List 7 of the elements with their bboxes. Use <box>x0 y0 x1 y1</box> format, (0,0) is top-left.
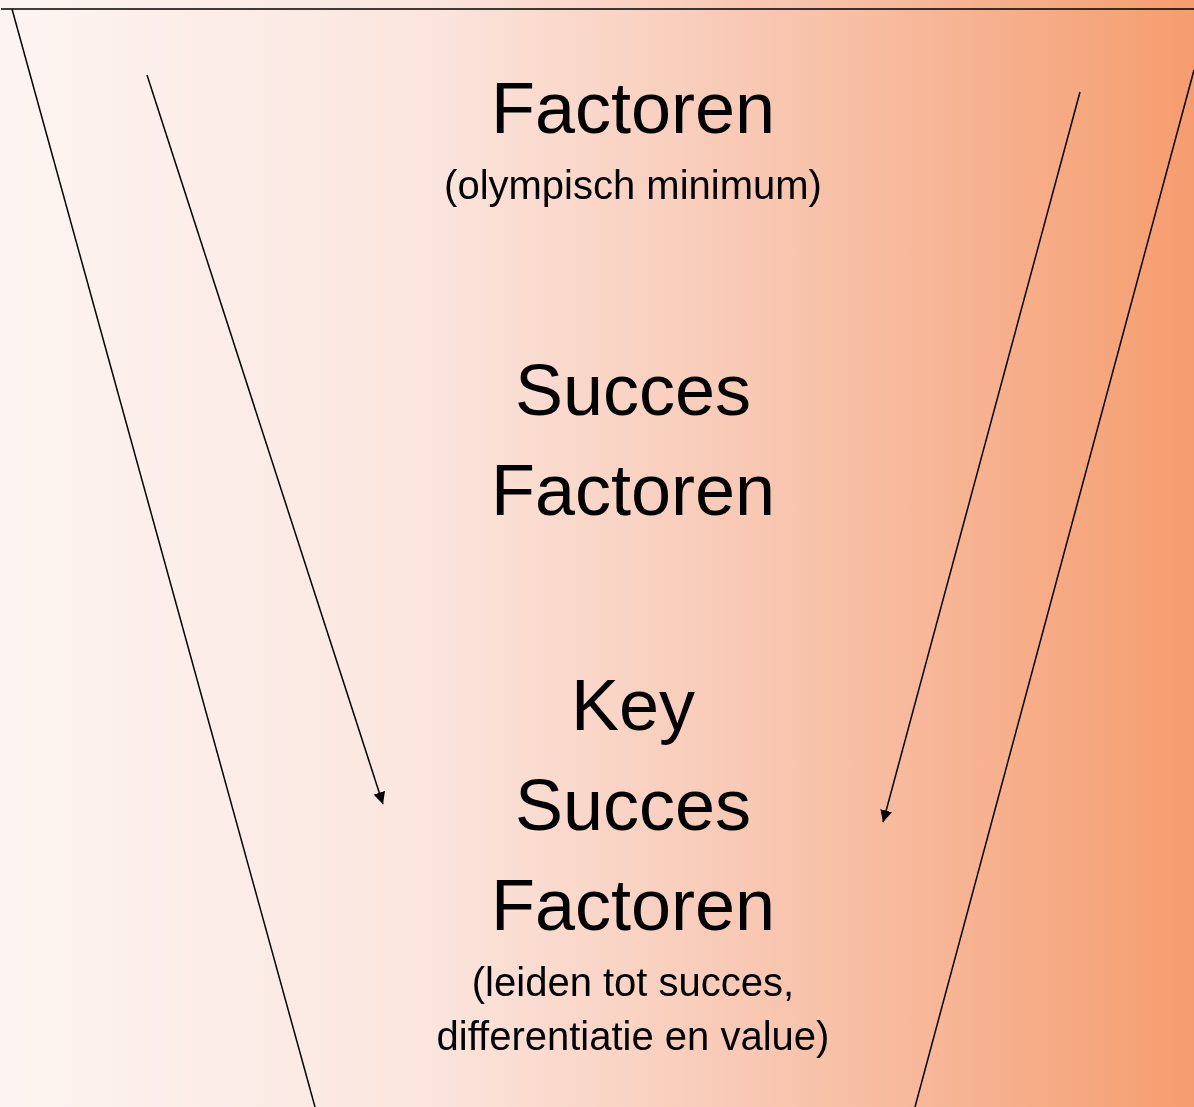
arrow <box>880 91 1081 823</box>
heading-text: Succes Factoren <box>489 349 777 532</box>
heading-text: Factoren <box>489 67 777 150</box>
heading-text: Key Succes Factoren <box>489 664 777 947</box>
arrow <box>146 74 385 805</box>
note-text: (leiden tot succes, differentiatie en value) <box>435 959 831 1060</box>
note-text: (olympisch minimum) <box>443 162 823 209</box>
